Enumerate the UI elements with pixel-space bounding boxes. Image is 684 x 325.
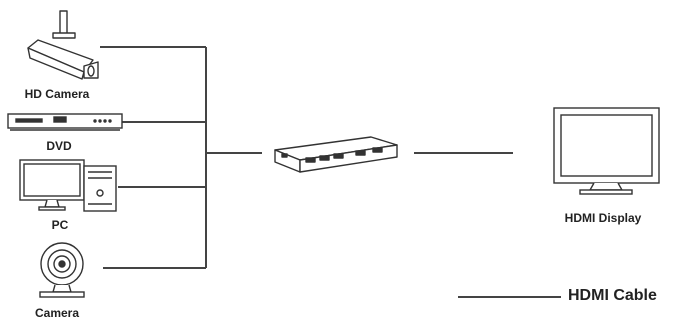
- dvd-player-icon: [7, 113, 123, 131]
- monitor-icon: [553, 107, 660, 195]
- hdmi-switch-device-icon: [274, 136, 398, 173]
- legend-label: HDMI Cable: [568, 287, 657, 304]
- camera-label: Camera: [34, 306, 80, 320]
- webcam-icon: [39, 242, 85, 298]
- security-camera-icon: [27, 10, 99, 80]
- hd-camera-label: HD Camera: [24, 87, 90, 101]
- hdmi-display-label: HDMI Display: [564, 211, 642, 225]
- dvd-label: DVD: [46, 139, 72, 153]
- pc-label: PC: [51, 218, 69, 232]
- desktop-pc-icon: [19, 159, 117, 212]
